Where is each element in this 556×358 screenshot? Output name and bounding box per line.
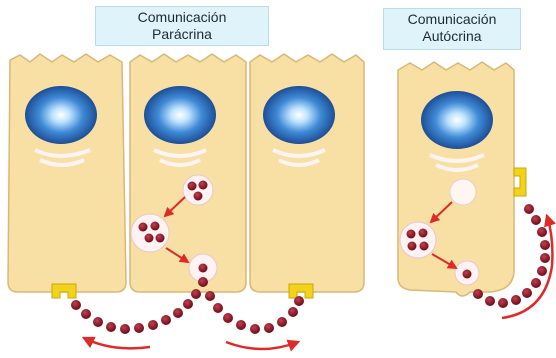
autocrine-label-line1: Comunicación	[390, 11, 514, 28]
signal-molecule	[419, 229, 428, 238]
receptor-icon	[52, 284, 76, 298]
signal-molecule	[151, 222, 160, 231]
paracrine-label: Comunicación Parácrina	[95, 6, 269, 46]
arrow-icon	[84, 338, 150, 348]
secretory-vesicle	[400, 222, 436, 258]
autocrine-label-line2: Autócrina	[390, 28, 514, 45]
signal-molecule	[420, 242, 429, 251]
nucleus-icon	[421, 91, 493, 149]
receptor-icon	[289, 284, 313, 298]
signal-molecule	[188, 182, 197, 191]
receptor-icon	[514, 168, 526, 196]
nucleus-icon	[263, 86, 335, 144]
paracrine-label-line2: Parácrina	[102, 26, 262, 43]
signal-molecule	[463, 270, 472, 279]
signal-molecule	[145, 234, 154, 243]
signal-molecule	[194, 192, 203, 201]
nucleus-icon	[144, 86, 216, 144]
paracrine-label-line1: Comunicación	[102, 9, 262, 26]
signal-molecule	[199, 181, 208, 190]
secretory-vesicle	[450, 179, 476, 205]
arrow-icon	[226, 342, 298, 349]
autocrine-label: Comunicación Autócrina	[383, 8, 521, 50]
signal-molecule	[199, 264, 208, 273]
signal-molecule	[156, 234, 165, 243]
secretory-vesicle	[131, 214, 169, 252]
signal-molecule	[139, 223, 148, 232]
signal-molecule	[407, 230, 416, 239]
signal-molecule	[408, 242, 417, 251]
nucleus-icon	[25, 86, 97, 144]
